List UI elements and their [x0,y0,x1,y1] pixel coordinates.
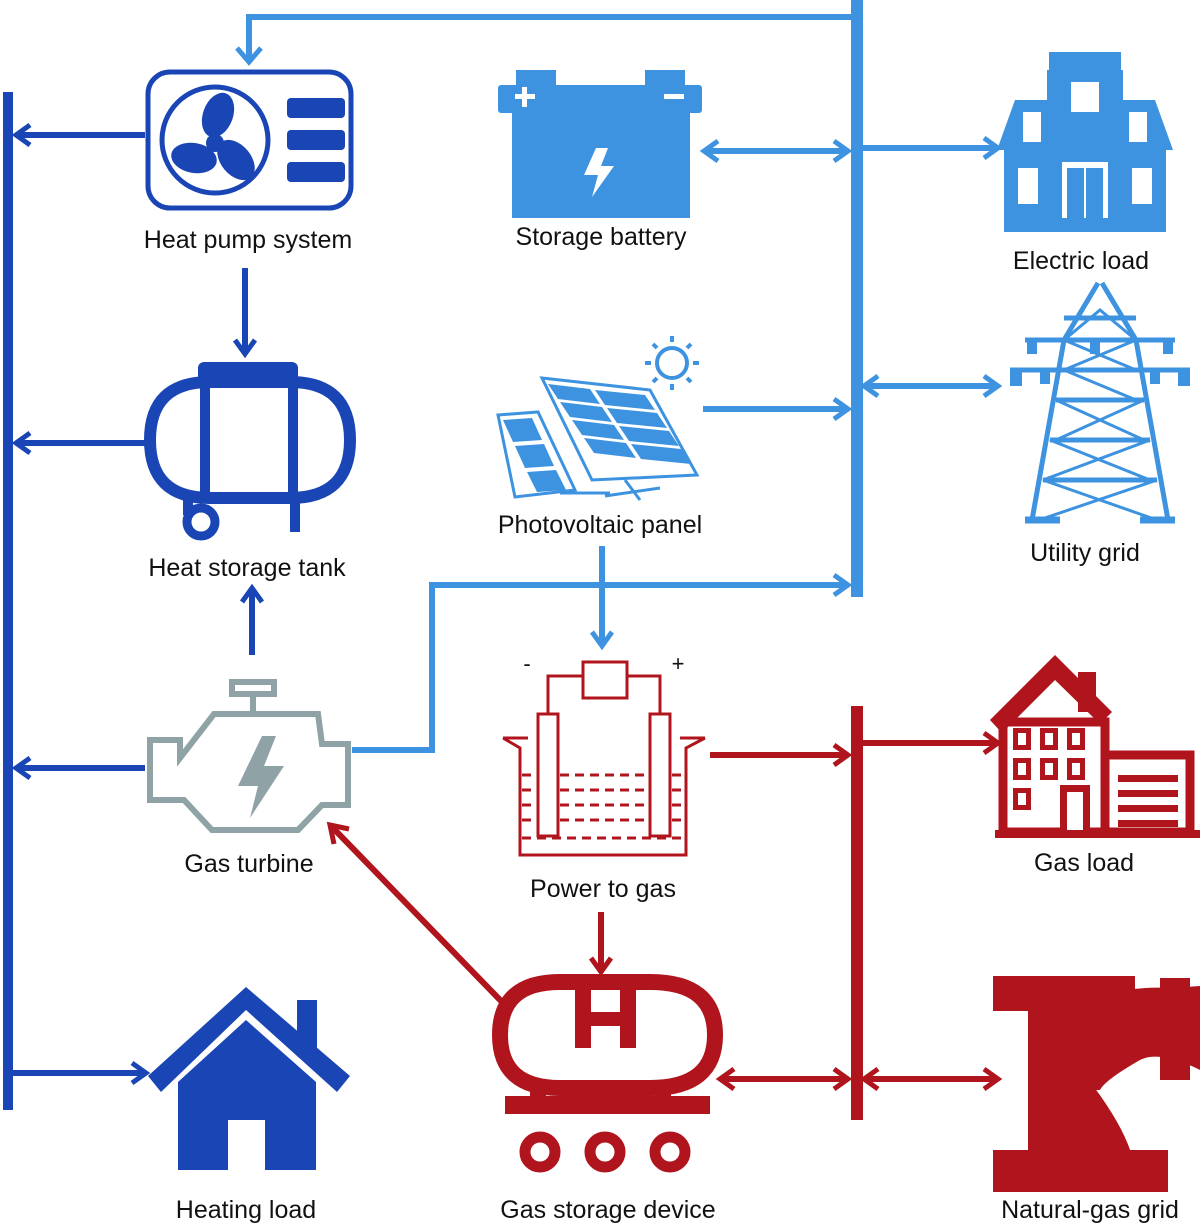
heat-bus [3,92,13,1110]
electric-connections [235,14,1003,753]
heat-pump-icon [145,69,354,211]
label-heat-pump-system: Heat pump system [143,226,353,254]
label-gas-turbine: Gas turbine [184,850,314,878]
label-photovoltaic-panel: Photovoltaic panel [497,511,703,539]
label-heat-storage-tank: Heat storage tank [148,554,346,582]
home-icon [148,987,350,1170]
label-utility-grid: Utility grid [1030,539,1140,567]
heat-connections [11,122,265,1086]
battery-icon [498,70,702,218]
gas-bus [851,706,863,1120]
solar-panel-icon [496,336,700,501]
label-natural-gas-grid: Natural-gas grid [1001,1196,1179,1224]
electrode-minus-sign: - [523,651,531,676]
gas-tank-cart-icon [491,974,724,1173]
building-icon [997,52,1173,232]
label-gas-load: Gas load [1033,849,1135,877]
electrolyzer-icon [502,660,706,857]
gas-connections [326,730,1003,1092]
electric-bus [851,0,863,597]
label-power-to-gas: Power to gas [530,875,676,903]
engine-icon [147,679,351,833]
power-tower-icon [1010,281,1190,524]
label-heating-load: Heating load [175,1196,317,1224]
tank-icon [143,362,357,541]
label-gas-storage-device: Gas storage device [500,1196,716,1224]
house-garage-icon [990,655,1200,838]
electrode-plus-sign: + [671,651,685,676]
label-storage-battery: Storage battery [515,223,687,251]
pipe-icon [993,976,1200,1192]
label-electric-load: Electric load [1012,247,1150,275]
